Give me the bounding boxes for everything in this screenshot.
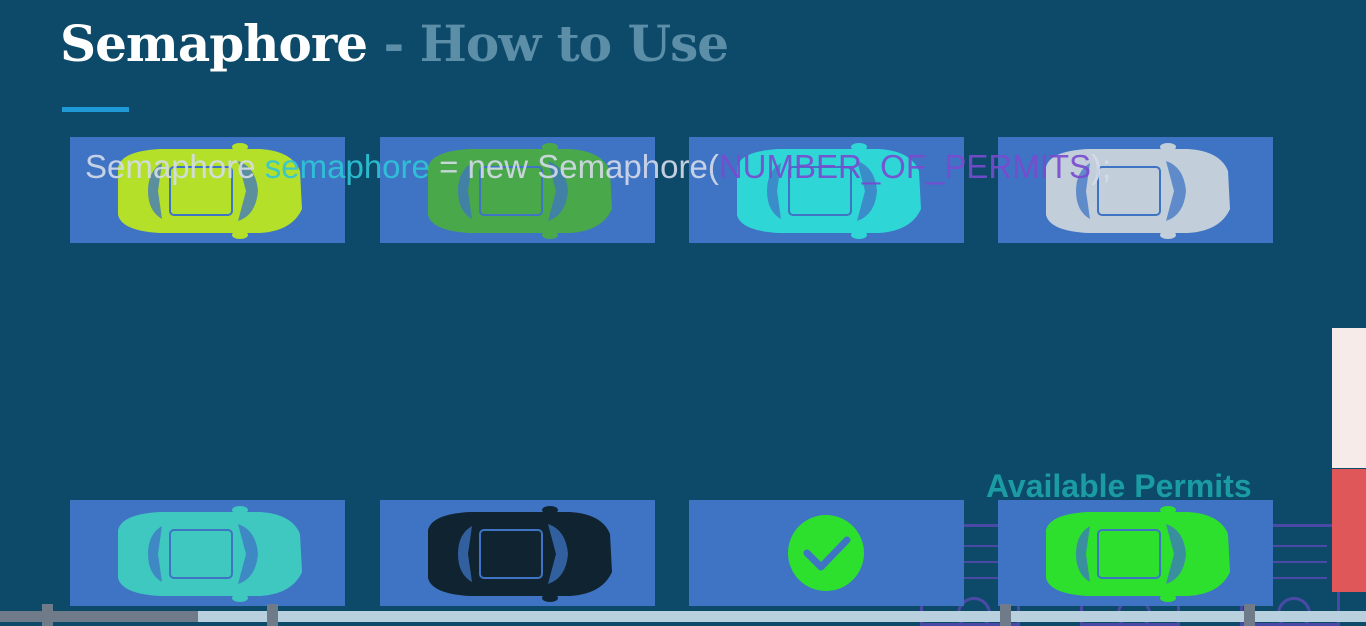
code-assign: = new Semaphore( — [439, 148, 719, 185]
car-top-icon — [1046, 143, 1230, 239]
progress-fill — [0, 611, 199, 622]
chapter-marker[interactable] — [267, 604, 278, 626]
parking-slot-top-4 — [998, 137, 1273, 243]
side-panel-red — [1332, 469, 1366, 592]
chapter-marker[interactable] — [1000, 604, 1011, 626]
chapter-marker[interactable] — [1244, 604, 1255, 626]
title-accent-line — [62, 107, 129, 112]
side-panel-light — [1332, 328, 1366, 468]
code-type: Semaphore — [85, 148, 256, 185]
car-top-icon — [428, 506, 612, 602]
available-permits-label: Available Permits — [986, 468, 1252, 504]
parking-slot-bottom-2 — [380, 500, 655, 606]
car-top-icon — [737, 143, 921, 239]
code-end: ); — [1091, 148, 1112, 185]
title-main: Semaphore — [60, 14, 368, 73]
code-snippet: Semaphore semaphore = new Semaphore(NUMB… — [85, 148, 1111, 186]
parking-slot-bottom-4 — [998, 500, 1273, 606]
parking-slot-bottom-3 — [689, 500, 964, 606]
parking-slot-bottom-1 — [70, 500, 345, 606]
parking-slot-top-3 — [689, 137, 964, 243]
video-progress-bar[interactable] — [0, 604, 1366, 626]
car-top-icon — [1046, 506, 1230, 602]
side-panel — [1332, 328, 1366, 592]
check-circle-icon — [788, 515, 864, 591]
slide-title: Semaphore - How to Use — [60, 14, 729, 73]
parking-slot-top-2 — [380, 137, 655, 243]
code-argument: NUMBER_OF_PERMITS — [718, 148, 1092, 185]
car-top-icon — [428, 143, 612, 239]
code-variable: semaphore — [264, 148, 430, 185]
title-sub: - How to Use — [383, 14, 729, 73]
car-top-icon — [118, 506, 302, 602]
parking-slot-top-1 — [70, 137, 345, 243]
car-top-icon — [118, 143, 302, 239]
chapter-marker[interactable] — [42, 604, 53, 626]
